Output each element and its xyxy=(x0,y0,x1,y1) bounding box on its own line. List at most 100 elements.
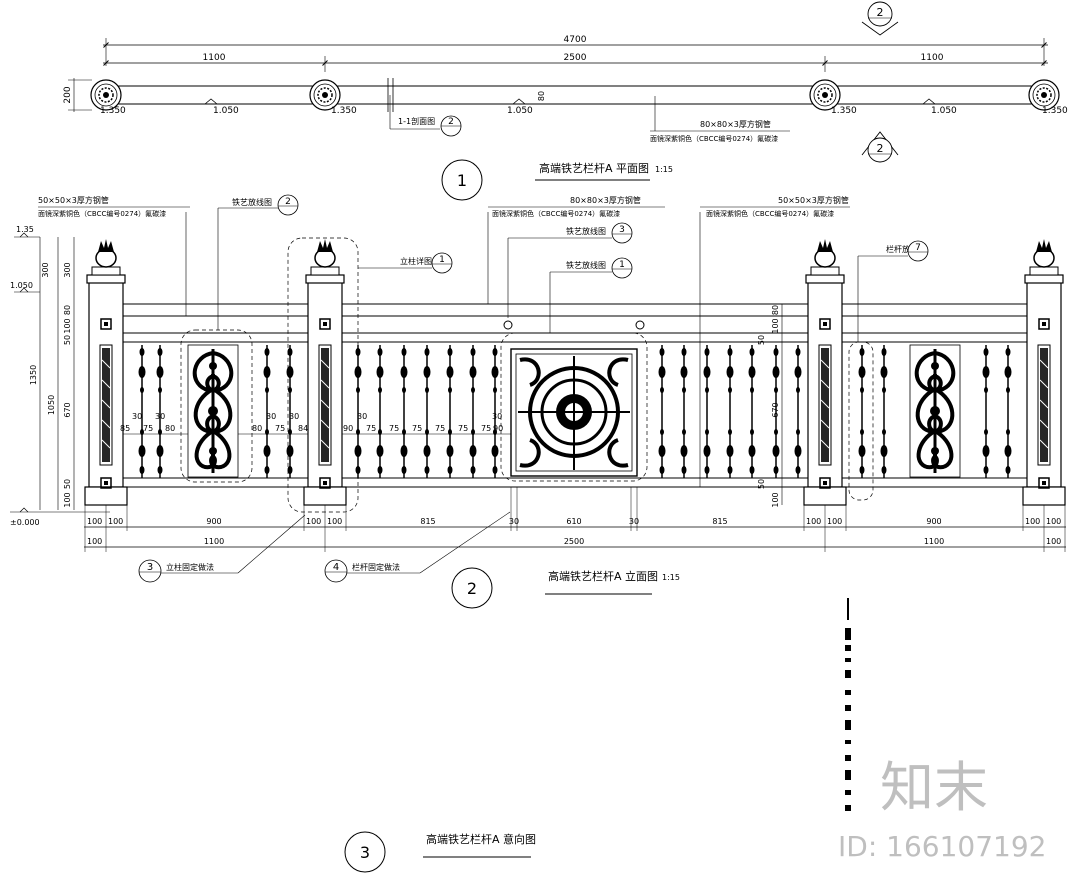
elevation-bottom-callout-2: 4 栏杆固定做法 xyxy=(324,511,511,583)
elevation-dim-1050: 1050 xyxy=(47,395,56,415)
elevation-dim-80: 80 xyxy=(63,305,72,315)
plan-dim-height: 200 xyxy=(63,86,73,103)
elevation-scale: 1:15 xyxy=(662,573,680,582)
elevation-dim-100-bottom: 100 xyxy=(63,492,72,507)
perspective-number: 3 xyxy=(360,843,370,862)
svg-text:100: 100 xyxy=(87,517,102,526)
plan-level-6: 1.050 xyxy=(931,106,957,116)
elevation-inner-dims-mid: 90 30 75 75 75 75 75 75 30 90 xyxy=(343,412,503,433)
plan-section-label: 1-1剖面图 xyxy=(398,116,435,126)
svg-text:100: 100 xyxy=(306,517,321,526)
svg-text:75: 75 xyxy=(366,424,376,433)
elevation-dim-100-top: 100 xyxy=(63,318,72,333)
elevation-post-3 xyxy=(803,238,847,506)
elevation-number: 2 xyxy=(467,579,477,598)
side-strip xyxy=(845,598,851,811)
elevation-post-1 xyxy=(84,238,128,506)
elevation-callout-3-num: 3 xyxy=(619,225,625,235)
svg-text:30: 30 xyxy=(289,412,299,421)
svg-text:75: 75 xyxy=(275,424,285,433)
plan-section-marker-top: 2 xyxy=(861,1,899,36)
svg-text:100: 100 xyxy=(87,537,102,546)
elevation-dim-300-a: 300 xyxy=(41,262,50,277)
svg-text:100: 100 xyxy=(1046,517,1061,526)
perspective-title-block: 3 高端铁艺栏杆A 意向图 xyxy=(344,831,536,873)
elevation-callout-4-label: 铁艺放线图 xyxy=(566,260,606,270)
svg-text:75: 75 xyxy=(435,424,445,433)
elevation-right-dim-670: 670 xyxy=(771,402,780,417)
elevation-callout-2: 立柱详图 1 xyxy=(358,252,453,274)
elevation-title: 高端铁艺栏杆A 立面图 xyxy=(548,569,658,583)
svg-text:2500: 2500 xyxy=(564,537,584,546)
elevation-bottom-callout-1-label: 立柱固定做法 xyxy=(166,562,214,572)
svg-text:90: 90 xyxy=(343,424,353,433)
elevation-bottom-callout-1-num: 3 xyxy=(147,562,153,573)
plan-dim-80: 80 xyxy=(537,91,546,101)
plan-marker-top-num: 2 xyxy=(877,6,884,19)
elevation-right-dim-100-bottom: 100 xyxy=(771,492,780,507)
svg-text:75: 75 xyxy=(143,424,153,433)
svg-text:75: 75 xyxy=(412,424,422,433)
elevation-callout-5-num: 7 xyxy=(915,243,921,253)
elevation-bottom-dims-row1: 100 100 900 100 100 815 30 610 30 815 10… xyxy=(87,517,1061,526)
plan-dim-total: 4700 xyxy=(564,35,587,45)
svg-text:30: 30 xyxy=(155,412,165,421)
elevation-callout-3-label: 铁艺放线图 xyxy=(566,226,606,236)
plan-number-circle xyxy=(441,159,483,201)
elevation-center-panel xyxy=(510,348,638,477)
elevation-callout-2-label: 立柱详图 xyxy=(400,256,432,266)
plan-level-7: 1.350 xyxy=(1042,106,1068,116)
elevation-dim-50-top: 50 xyxy=(63,335,72,345)
elevation-bottom-callout-2-label: 栏杆固定做法 xyxy=(352,562,400,572)
elevation-callout-4: 铁艺放线图 1 xyxy=(549,257,633,333)
svg-text:900: 900 xyxy=(206,517,221,526)
elevation-note-left-1: 50×50×3厚方钢管 xyxy=(38,195,109,205)
elevation-right-dim-100: 100 xyxy=(771,318,780,333)
svg-text:30: 30 xyxy=(357,412,367,421)
svg-text:1100: 1100 xyxy=(204,537,224,546)
svg-text:75: 75 xyxy=(481,424,491,433)
elevation-dim-1350: 1350 xyxy=(29,365,38,385)
plan-level-2: 1.050 xyxy=(213,106,239,116)
elevation-dim-50-bottom: 50 xyxy=(63,479,72,489)
elevation-callout-1-label: 铁艺放线图 xyxy=(232,197,272,207)
elevation-level-top: 1.35 xyxy=(16,225,34,234)
svg-text:815: 815 xyxy=(420,517,435,526)
svg-text:75: 75 xyxy=(458,424,468,433)
plan-dim-right: 1100 xyxy=(921,53,944,63)
elevation-callout-5-label: 栏杆放线图 xyxy=(886,244,926,254)
plan-view: 4700 1100 2500 1100 200 1.350 1.050 1.35… xyxy=(63,1,1068,201)
svg-text:90: 90 xyxy=(493,424,503,433)
svg-text:100: 100 xyxy=(806,517,821,526)
svg-text:900: 900 xyxy=(926,517,941,526)
plan-paint-note: 面镜深紫铜色（CBCC编号0274）氟碳漆 xyxy=(650,134,778,143)
elevation-number-circle xyxy=(451,567,493,609)
plan-level-3: 1.350 xyxy=(331,106,357,116)
plan-dim-left: 1100 xyxy=(203,53,226,63)
elevation-dim-670: 670 xyxy=(63,402,72,417)
elevation-note-mid-1: 80×80×3厚方钢管 xyxy=(570,195,641,205)
perspective-title: 高端铁艺栏杆A 意向图 xyxy=(426,832,536,846)
svg-text:80: 80 xyxy=(165,424,175,433)
elevation-right-dim-50-top: 50 xyxy=(757,335,766,345)
elevation-post-4 xyxy=(1022,238,1066,506)
plan-number: 1 xyxy=(457,171,467,190)
elevation-right-dim-80: 80 xyxy=(771,305,780,315)
elevation-bottom-dims-row2: 100 1100 2500 1100 100 xyxy=(87,537,1061,546)
elevation-view: 50×50×3厚方钢管 面镜深紫铜色（CBCC编号0274）氟碳漆 80×80×… xyxy=(10,194,1066,609)
svg-text:30: 30 xyxy=(492,412,502,421)
plan-section-callout-num: 2 xyxy=(448,117,454,127)
elevation-bottom-callout-1: 3 立柱固定做法 xyxy=(138,514,306,583)
svg-text:100: 100 xyxy=(327,517,342,526)
svg-text:1100: 1100 xyxy=(924,537,944,546)
plan-level-4: 1.050 xyxy=(507,106,533,116)
svg-text:75: 75 xyxy=(389,424,399,433)
elevation-level-ground: ±0.000 xyxy=(10,518,40,527)
svg-text:610: 610 xyxy=(566,517,581,526)
watermark-id: ID: 166107192 xyxy=(838,830,1046,863)
elevation-note-right-2: 面镜深紫铜色（CBCC编号0274）氟碳漆 xyxy=(706,209,834,218)
svg-text:84: 84 xyxy=(298,424,308,433)
elevation-post-2 xyxy=(303,238,347,506)
elevation-note-left-2: 面镜深紫铜色（CBCC编号0274）氟碳漆 xyxy=(38,209,166,218)
